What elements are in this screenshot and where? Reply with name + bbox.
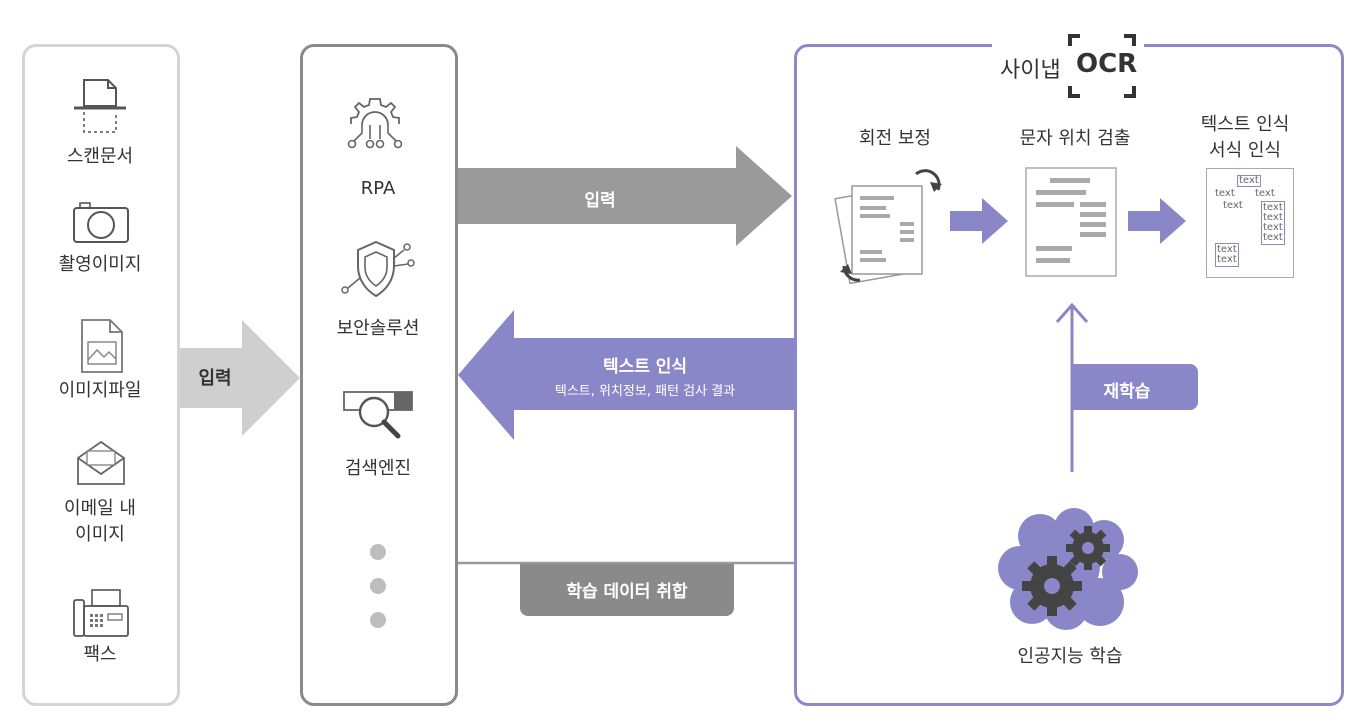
input-arrow-dark-label: 입력 — [584, 191, 616, 211]
sample-text-5: text — [1263, 202, 1283, 213]
sample-text-1: text — [1237, 175, 1261, 187]
step-arrow-2 — [1128, 198, 1186, 244]
sample-text-column: text text text text — [1261, 201, 1285, 245]
learning-data-label: 학습 데이터 취합 — [566, 582, 688, 602]
sample-text-3: text — [1255, 188, 1275, 199]
input-arrow-light-label: 입력 — [198, 368, 232, 389]
text-detection-icon — [1025, 167, 1117, 277]
source-label-photo: 촬영이미지 — [58, 254, 142, 275]
brand-frame-icon — [1068, 34, 1136, 98]
more-dot-2 — [370, 578, 386, 594]
sample-text-pair: text text — [1215, 243, 1239, 267]
sources-panel — [22, 44, 180, 706]
source-label-fax: 팩스 — [83, 644, 117, 665]
step-label-recognition: 텍스트 인식 서식 인식 — [1170, 112, 1320, 164]
sample-text-6: text — [1263, 212, 1283, 223]
step-label-detection: 문자 위치 검출 — [1019, 128, 1131, 149]
source-label-email-line2: 이미지 — [75, 524, 125, 545]
camera-icon — [73, 202, 129, 243]
step-label-recognition-line1: 텍스트 인식 — [1200, 114, 1290, 135]
sample-text-10: text — [1217, 254, 1237, 265]
rpa-gear-icon — [347, 98, 403, 149]
fax-icon — [73, 589, 129, 637]
input-arrow-dark — [458, 146, 792, 246]
system-label-search: 검색엔진 — [344, 458, 412, 479]
return-arrow — [458, 310, 796, 440]
sample-text-2: text — [1215, 188, 1235, 199]
source-label-email-line1: 이메일 내 — [64, 498, 136, 519]
return-arrow-subtitle: 텍스트, 위치정보, 패턴 검사 결과 — [554, 384, 736, 399]
more-dot-3 — [370, 612, 386, 628]
step-arrow-1 — [950, 198, 1008, 244]
system-label-rpa: RPA — [360, 178, 396, 199]
source-label-image-file: 이미지파일 — [58, 380, 142, 401]
ai-brain-icon — [998, 508, 1138, 630]
sample-text-4: text — [1223, 200, 1243, 211]
retrain-badge — [1072, 364, 1198, 410]
sample-text-7: text — [1263, 222, 1283, 233]
input-arrow-light — [180, 320, 300, 436]
ai-learning-label: 인공지능 학습 — [1017, 646, 1123, 667]
step-label-recognition-line2: 서식 인식 — [1209, 140, 1281, 161]
sample-text-9: text — [1217, 244, 1237, 255]
security-shield-icon — [341, 240, 415, 298]
more-dot-1 — [370, 544, 386, 560]
system-label-security: 보안솔루션 — [336, 318, 420, 339]
retrain-label: 재학습 — [1103, 382, 1151, 402]
brand-prefix: 사이냅 — [1000, 58, 1061, 83]
scanner-icon — [74, 79, 126, 133]
sample-text-8: text — [1263, 232, 1283, 243]
ocr-brand: 사이냅 OCR — [992, 30, 1144, 100]
search-engine-icon — [343, 391, 413, 439]
step-label-rotation: 회전 보정 — [859, 128, 931, 149]
source-label-scan: 스캔문서 — [66, 146, 134, 167]
return-arrow-title: 텍스트 인식 — [602, 357, 688, 377]
source-label-email: 이메일 내 이미지 — [30, 496, 170, 548]
email-icon — [77, 440, 125, 485]
learning-data-badge — [520, 564, 734, 616]
image-file-icon — [81, 319, 123, 373]
rotation-correction-icon — [834, 169, 942, 285]
text-recognition-icon: text text text text text text text text … — [1206, 168, 1294, 278]
systems-panel — [300, 44, 458, 706]
brand-ocr: OCR — [1076, 49, 1138, 79]
